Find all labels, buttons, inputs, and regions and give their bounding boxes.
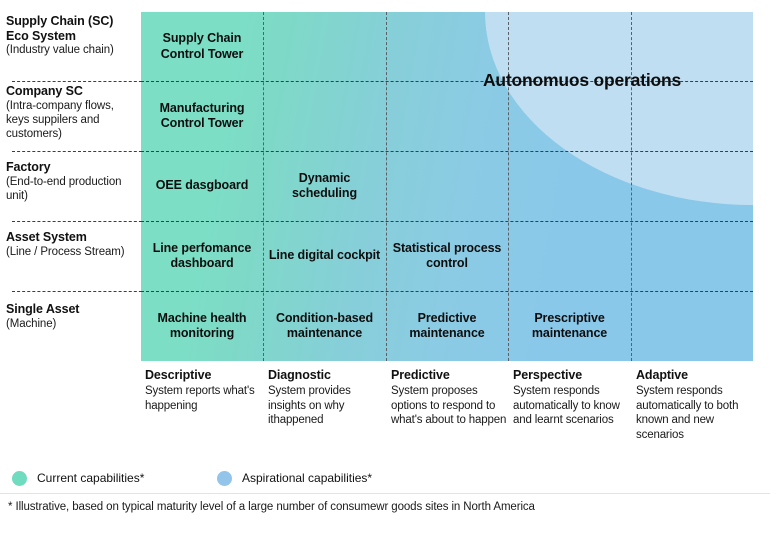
matrix-cell-condition-based-maintenance[interactable]: Condition-based maintenance [263, 291, 386, 361]
column-header-description: System provides insights on why ithappen… [268, 385, 351, 426]
row-label-title: Factory [6, 160, 51, 174]
row-divider [12, 221, 147, 222]
autonomous-operations-label: Autonomuos operations [482, 70, 682, 90]
legend-swatch-current-icon [12, 470, 27, 486]
matrix-cell-statistical-process-control[interactable]: Statistical process control [386, 221, 508, 291]
footnote-divider [0, 493, 770, 494]
matrix-cell-line-performance-dashboard[interactable]: Line perfomance dashboard [141, 221, 263, 291]
grid-col-divider [263, 12, 264, 361]
column-header-predictive: Predictive System proposes options to re… [391, 368, 509, 428]
legend-item-aspirational-capabilities: Aspirational capabilities* [217, 466, 372, 490]
matrix-cell-oee-dashboard[interactable]: OEE dasgboard [141, 151, 263, 221]
row-label-subtitle: (End-to-end production unit) [6, 175, 122, 202]
legend-label: Aspirational capabilities* [242, 471, 373, 485]
legend-label: Current capabilities* [37, 471, 145, 485]
column-header-adaptive: Adaptive System responds automatically t… [636, 368, 754, 442]
column-header-description: System reports what's happening [145, 385, 255, 412]
grid-col-divider [386, 12, 387, 361]
matrix-cell-label: Machine health monitoring [157, 310, 247, 341]
matrix-cell-label: Statistical process control [392, 240, 502, 271]
grid-col-divider [631, 12, 632, 361]
matrix-cell-machine-health-monitoring[interactable]: Machine health monitoring [141, 291, 263, 361]
matrix-cell-label: Prescriptive maintenance [531, 310, 608, 341]
grid-row-divider [141, 291, 753, 292]
row-label-title: Supply Chain (SC) Eco System [6, 14, 114, 43]
matrix-grid: Autonomuos operations Supply Chain Contr… [141, 12, 753, 361]
matrix-cell-prescriptive-maintenance[interactable]: Prescriptive maintenance [508, 291, 631, 361]
grid-row-divider [141, 151, 753, 152]
column-header-title: Predictive [391, 368, 450, 382]
row-label-subtitle: (Line / Process Stream) [6, 245, 125, 258]
row-label-subtitle: (Industry value chain) [6, 44, 114, 56]
row-label-title: Company SC [6, 84, 83, 98]
matrix-cell-label: Condition-based maintenance [275, 310, 374, 341]
row-label-title: Asset System [6, 230, 87, 244]
column-header-description: System responds automatically to both kn… [636, 385, 739, 441]
column-header-row: Descriptive System reports what's happen… [141, 368, 761, 448]
matrix-cell-supply-chain-control-tower[interactable]: Supply Chain Control Tower [141, 12, 263, 81]
matrix-cell-predictive-maintenance[interactable]: Predictive maintenance [386, 291, 508, 361]
row-label-title: Single Asset [6, 302, 80, 316]
footnote-text: * Illustrative, based on typical maturit… [8, 501, 535, 513]
row-divider [12, 291, 147, 292]
matrix-cell-label: Line perfomance dashboard [152, 240, 252, 271]
matrix-cell-label: Manufacturing Control Tower [159, 100, 245, 131]
legend-item-current-capabilities: Current capabilities* [12, 466, 144, 490]
grid-row-divider [141, 221, 753, 222]
grid-col-divider [508, 12, 509, 361]
matrix-cell-label: Supply Chain Control Tower [160, 31, 244, 61]
column-header-diagnostic: Diagnostic System provides insights on w… [268, 368, 386, 428]
column-header-title: Perspective [513, 368, 583, 382]
maturity-matrix: Supply Chain (SC) Eco System (Industry v… [0, 12, 770, 361]
row-label-column: Supply Chain (SC) Eco System (Industry v… [6, 12, 147, 361]
column-header-title: Diagnostic [268, 368, 331, 382]
row-label-company-sc: Company SC (Intra-company flows, keys su… [6, 84, 141, 141]
column-header-description: System proposes options to respond to wh… [391, 385, 507, 426]
matrix-cell-dynamic-scheduling[interactable]: Dynamic scheduling [263, 151, 386, 221]
row-label-subtitle: (Intra-company flows, keys suppilers and… [6, 99, 114, 140]
matrix-cell-label: Dynamic scheduling [292, 170, 357, 201]
column-header-descriptive: Descriptive System reports what's happen… [145, 368, 263, 413]
matrix-cell-label: Predictive maintenance [409, 310, 485, 341]
row-label-subtitle: (Machine) [6, 317, 57, 330]
row-divider [12, 81, 147, 82]
row-label-single-asset: Single Asset (Machine) [6, 302, 141, 331]
legend-swatch-aspirational-icon [217, 470, 232, 486]
row-label-factory: Factory (End-to-end production unit) [6, 160, 141, 203]
row-divider [12, 151, 147, 152]
column-header-perspective: Perspective System responds automaticall… [513, 368, 631, 428]
row-label-asset-system: Asset System (Line / Process Stream) [6, 230, 141, 259]
matrix-cell-label: Line digital cockpit [268, 248, 381, 263]
matrix-cell-label: OEE dasgboard [155, 178, 249, 193]
aspirational-zone-shape [485, 12, 753, 205]
column-header-description: System responds automatically to know an… [513, 385, 620, 426]
column-header-title: Descriptive [145, 368, 212, 382]
matrix-cell-manufacturing-control-tower[interactable]: Manufacturing Control Tower [141, 81, 263, 151]
grid-row-divider [141, 81, 753, 82]
column-header-title: Adaptive [636, 368, 688, 382]
matrix-cell-line-digital-cockpit[interactable]: Line digital cockpit [263, 221, 386, 291]
row-label-supply-chain-eco-system: Supply Chain (SC) Eco System (Industry v… [6, 14, 141, 57]
